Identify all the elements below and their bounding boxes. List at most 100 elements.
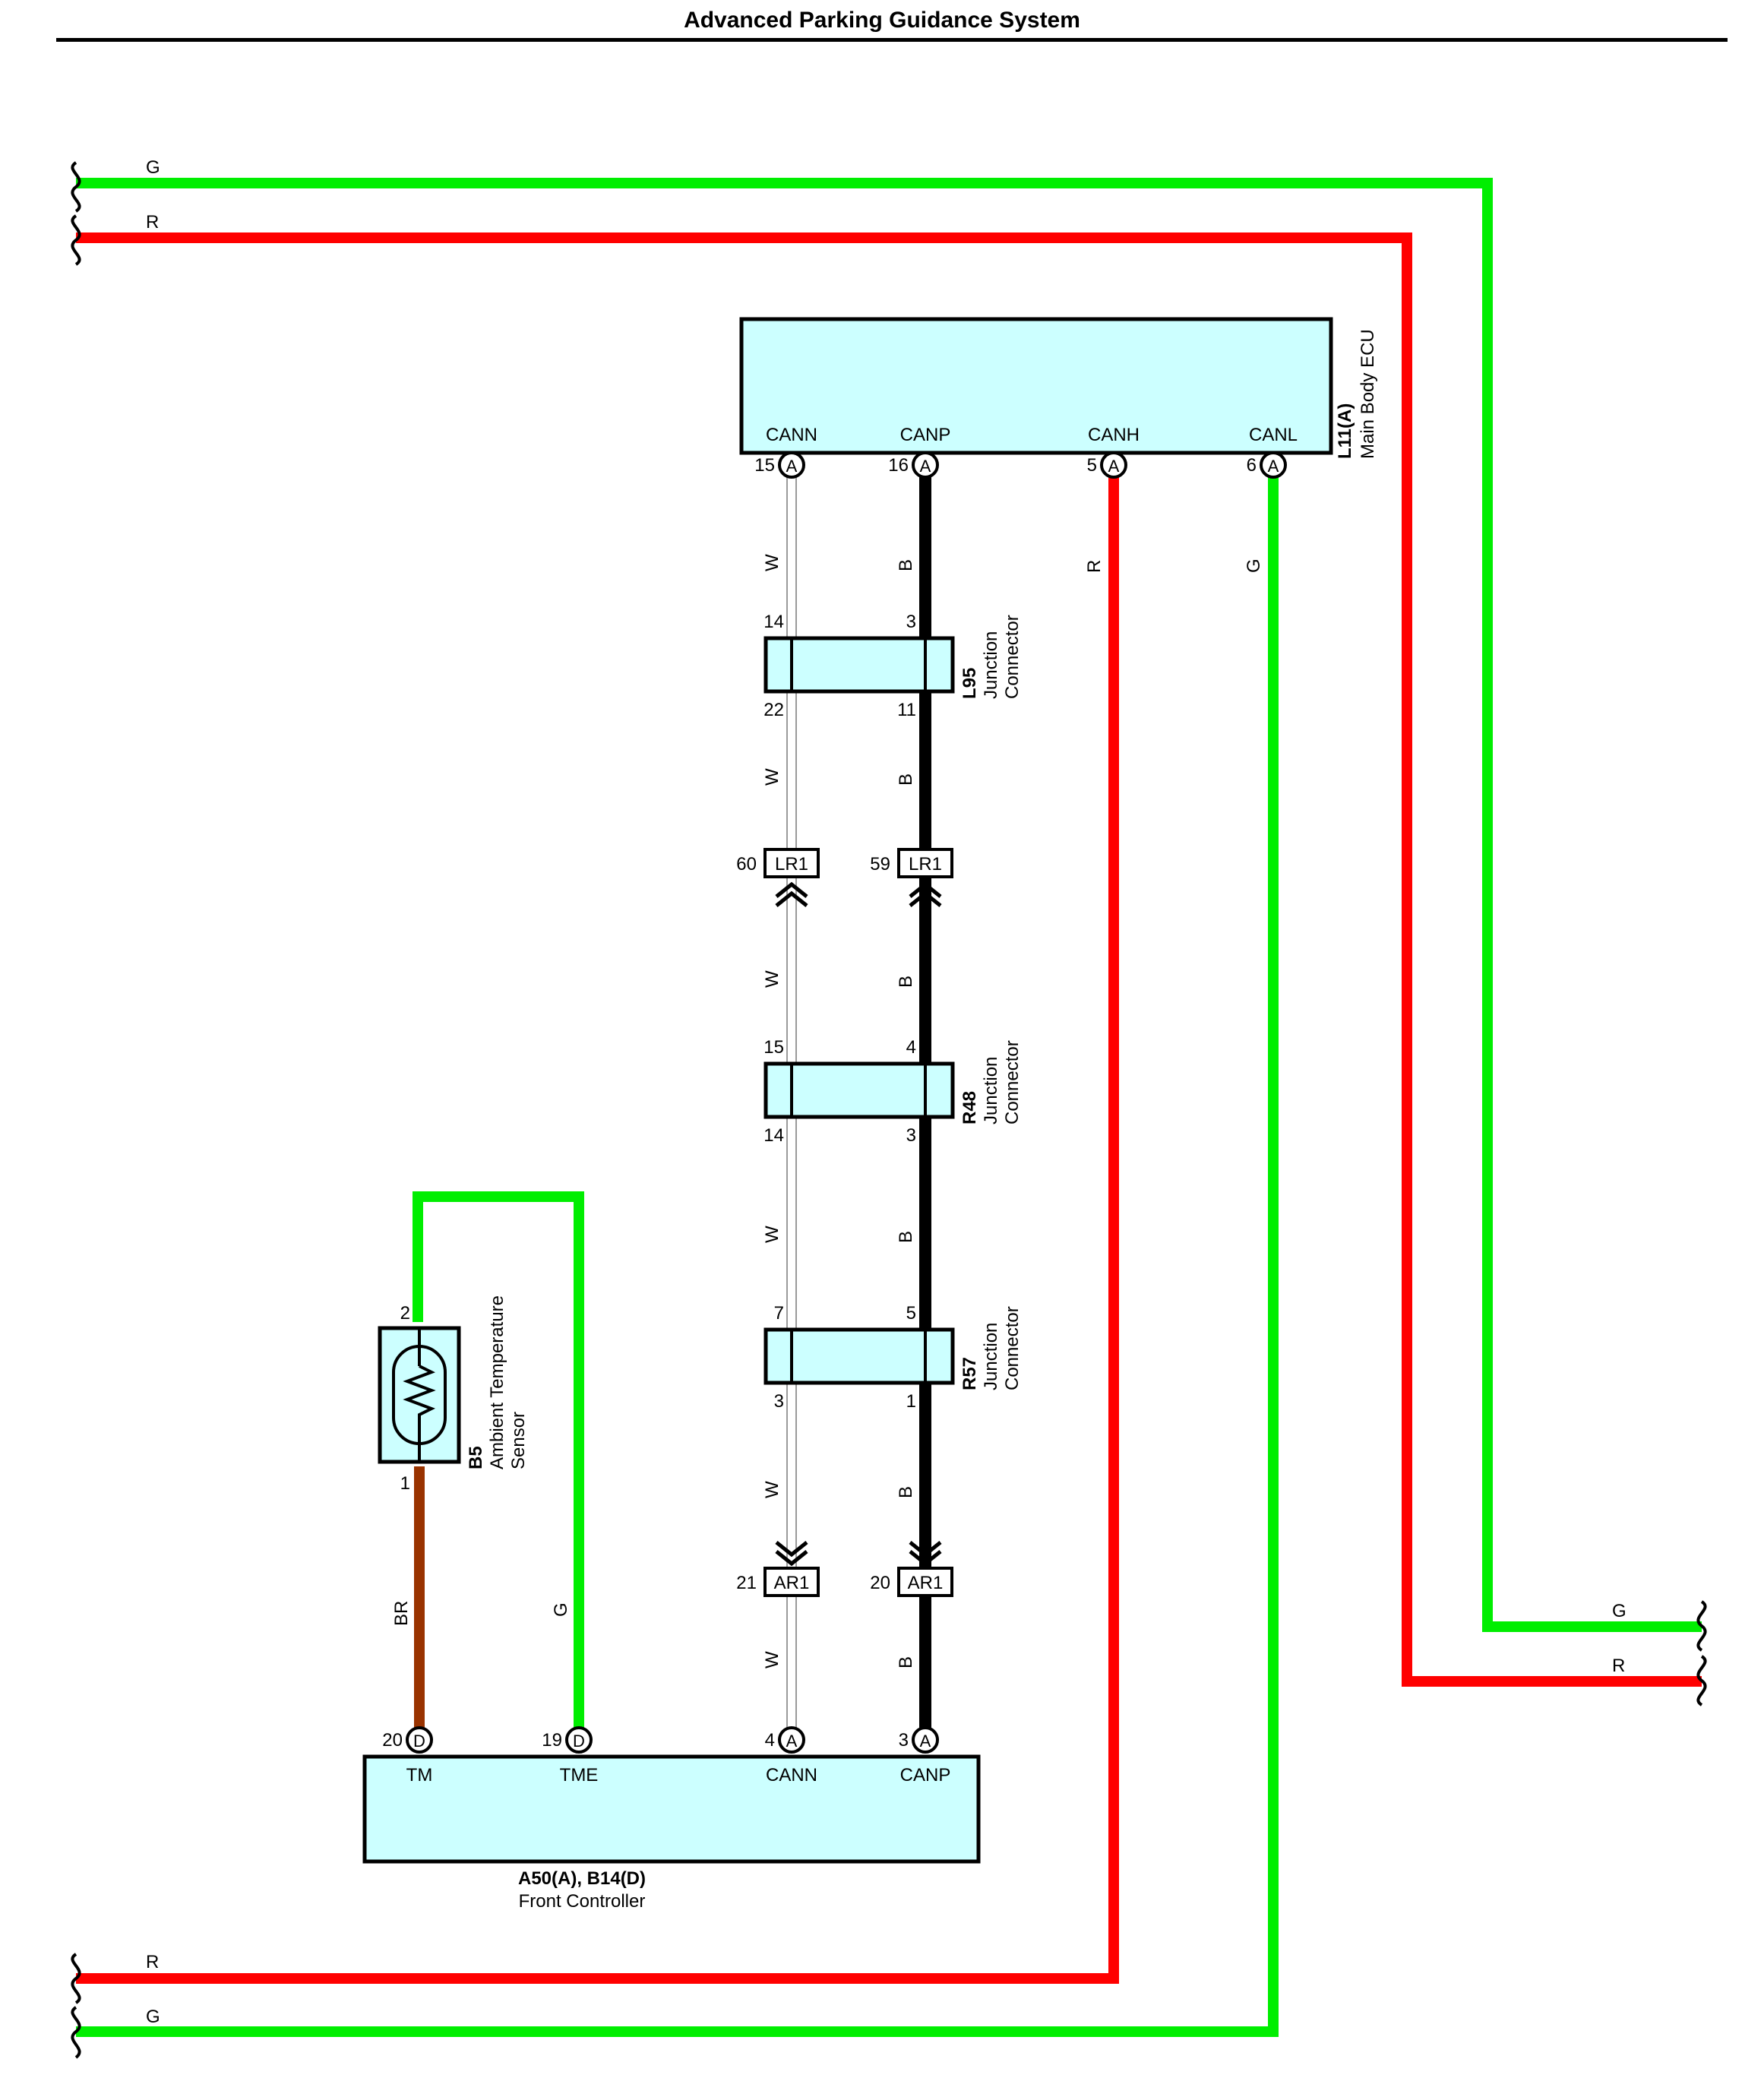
svg-text:1: 1 (906, 1391, 916, 1412)
wire-label-w2: W (762, 768, 782, 786)
svg-text:R57: R57 (959, 1357, 980, 1390)
svg-text:59: 59 (870, 854, 890, 875)
svg-text:TME: TME (560, 1765, 599, 1785)
svg-text:22: 22 (763, 700, 784, 720)
wire-label-w1: W (762, 554, 782, 571)
main-body-ecu: CANN CANP CANH CANL L11(A) Main Body ECU (739, 317, 1378, 459)
title-rule (56, 38, 1728, 42)
svg-text:60: 60 (736, 854, 757, 875)
svg-text:Connector: Connector (1002, 1040, 1023, 1124)
wire-label-canh-r: R (1084, 560, 1105, 573)
svg-text:A: A (1108, 457, 1120, 476)
svg-text:LR1: LR1 (775, 854, 808, 875)
thermistor-icon (403, 1365, 436, 1462)
ecu-pin-label-canl: CANL (1249, 425, 1298, 445)
svg-text:4: 4 (906, 1037, 916, 1058)
wire-label-w6: W (762, 1651, 782, 1668)
wire-label-b3: B (896, 976, 916, 988)
svg-text:CANP: CANP (900, 1765, 951, 1785)
wire-label-b2: B (896, 773, 916, 786)
svg-text:11: 11 (897, 700, 916, 720)
svg-text:CANN: CANN (766, 1765, 817, 1785)
svg-text:A: A (786, 1732, 798, 1751)
svg-text:A: A (920, 457, 931, 476)
wire-top-green (76, 178, 1702, 1632)
svg-text:20: 20 (382, 1730, 403, 1751)
junction-l95: 14 3 22 11 L95 Junction Connector (763, 612, 1023, 720)
wire-break-marks (71, 161, 1707, 2059)
svg-text:19: 19 (542, 1730, 562, 1751)
svg-text:20: 20 (870, 1573, 890, 1593)
svg-text:B5: B5 (466, 1446, 486, 1469)
svg-text:Junction: Junction (981, 631, 1001, 699)
svg-text:Ambient Temperature: Ambient Temperature (487, 1295, 507, 1469)
svg-text:LR1: LR1 (909, 854, 942, 875)
wire-label-tme-g: G (551, 1602, 571, 1617)
svg-text:21: 21 (736, 1573, 757, 1593)
wire-label-right-g: G (1612, 1601, 1626, 1621)
svg-text:L95: L95 (959, 668, 980, 699)
svg-text:15: 15 (763, 1037, 784, 1058)
svg-text:14: 14 (763, 1125, 784, 1146)
front-controller-terminals: D 20 D 19 A 4 A 3 (382, 1726, 939, 1754)
svg-text:R48: R48 (959, 1091, 980, 1124)
svg-text:Junction: Junction (981, 1323, 1001, 1390)
svg-text:TM: TM (406, 1765, 433, 1785)
ecu-pin-number-15: 15 (754, 455, 775, 476)
svg-text:4: 4 (765, 1730, 775, 1751)
ecu-pin-number-6: 6 (1247, 455, 1257, 476)
wire-label-top-g: G (146, 157, 160, 178)
svg-text:Junction: Junction (981, 1057, 1001, 1124)
wire-label-b4: B (896, 1231, 916, 1243)
svg-text:5: 5 (906, 1303, 916, 1324)
front-controller: TM TME CANN CANP A50(A), B14(D) Front Co… (362, 1754, 981, 1912)
ambient-temperature-sensor: 2 1 B5 Ambient Temperature Sensor (378, 1295, 529, 1494)
wire-label-b1: B (896, 559, 916, 571)
wire-label-b5: B (896, 1486, 916, 1498)
svg-text:3: 3 (906, 1125, 916, 1146)
svg-text:3: 3 (906, 612, 916, 632)
svg-text:Connector: Connector (1002, 615, 1023, 699)
front-controller-name: Front Controller (519, 1891, 646, 1912)
wire-tme-green (413, 1191, 584, 1734)
svg-text:D: D (573, 1732, 585, 1751)
svg-text:2: 2 (400, 1303, 410, 1324)
svg-text:3: 3 (899, 1730, 909, 1751)
ecu-pin-number-16: 16 (888, 455, 909, 476)
svg-text:14: 14 (763, 612, 784, 632)
wire-label-bottom-r: R (146, 1952, 159, 1972)
junction-r48: 15 4 14 3 R48 Junction Connector (763, 1037, 1023, 1146)
svg-text:AR1: AR1 (908, 1573, 944, 1593)
wire-label-right-r: R (1612, 1656, 1625, 1676)
wire-label-br: BR (391, 1601, 412, 1626)
ecu-name: Main Body ECU (1358, 329, 1378, 459)
svg-text:A: A (1268, 457, 1279, 476)
ecu-pin-label-cann: CANN (766, 425, 817, 445)
front-controller-code: A50(A), B14(D) (518, 1868, 646, 1889)
svg-text:AR1: AR1 (774, 1573, 810, 1593)
wire-label-w5: W (762, 1481, 782, 1498)
ecu-pin-number-5: 5 (1087, 455, 1097, 476)
ecu-pin-label-canp: CANP (900, 425, 951, 445)
wire-top-red (76, 232, 1702, 1687)
junction-r57: 7 5 3 1 R57 Junction Connector (763, 1303, 1023, 1412)
svg-text:A: A (920, 1732, 931, 1751)
svg-text:A: A (786, 457, 798, 476)
ecu-code: L11(A) (1335, 403, 1355, 459)
wire-label-canl-g: G (1244, 558, 1264, 573)
svg-text:3: 3 (774, 1391, 784, 1412)
wire-label-w3: W (762, 970, 782, 988)
ecu-pin-label-canh: CANH (1088, 425, 1140, 445)
page-title: Advanced Parking Guidance System (684, 8, 1080, 33)
wire-label-w4: W (762, 1226, 782, 1243)
wire-label-top-r: R (146, 212, 159, 232)
ecu-pin-terminals: A 15 A 16 A 5 A 6 (754, 451, 1287, 479)
svg-text:1: 1 (400, 1473, 410, 1494)
wire-canh-red (76, 465, 1119, 1984)
svg-text:Connector: Connector (1002, 1306, 1023, 1390)
inline-connector-lr1: LR1 60 LR1 59 (736, 848, 953, 907)
wire-labels: G R G R R G R G W B W B W B W B W B W B … (146, 157, 1626, 2027)
inline-connector-ar1: AR1 21 AR1 20 (736, 1541, 953, 1597)
svg-text:D: D (413, 1732, 425, 1751)
